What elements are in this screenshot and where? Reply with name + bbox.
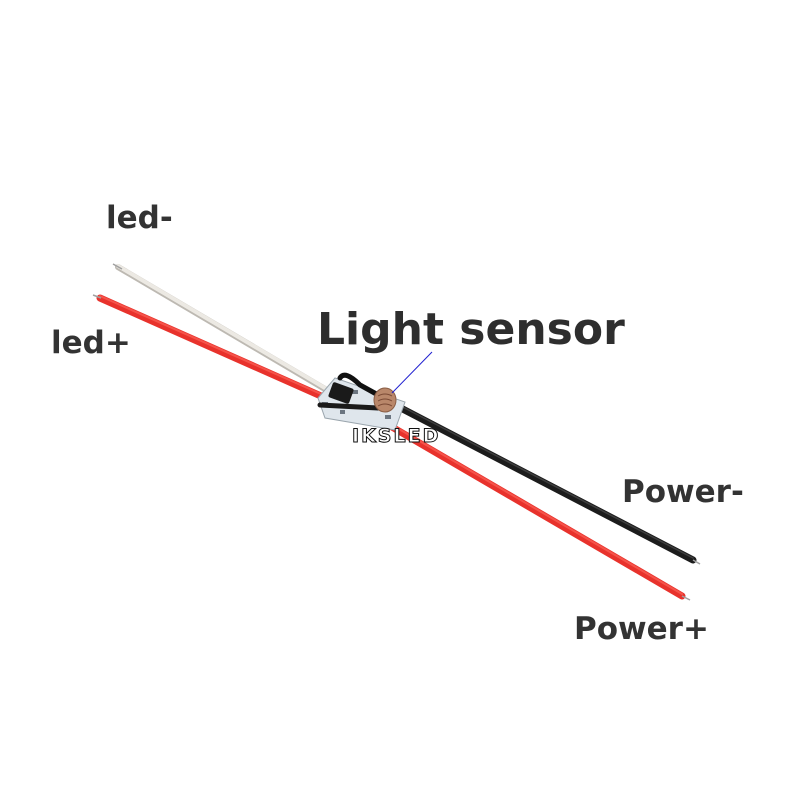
pointer-line (391, 351, 433, 394)
label-power-plus: Power+ (574, 611, 709, 647)
transistor-component (317, 372, 383, 411)
red-wire-power-plus (376, 416, 691, 601)
red-wire-led-plus (92, 294, 334, 404)
label-led-plus: led+ (51, 325, 131, 361)
label-led-minus: led- (106, 200, 173, 236)
white-wire-led-minus (112, 263, 333, 395)
label-light-sensor: Light sensor (317, 304, 625, 355)
black-wire-power-minus (391, 401, 701, 565)
label-power-minus: Power- (622, 474, 744, 510)
brand-watermark: IKSLED (351, 425, 441, 448)
light-sensor-component (373, 387, 397, 413)
